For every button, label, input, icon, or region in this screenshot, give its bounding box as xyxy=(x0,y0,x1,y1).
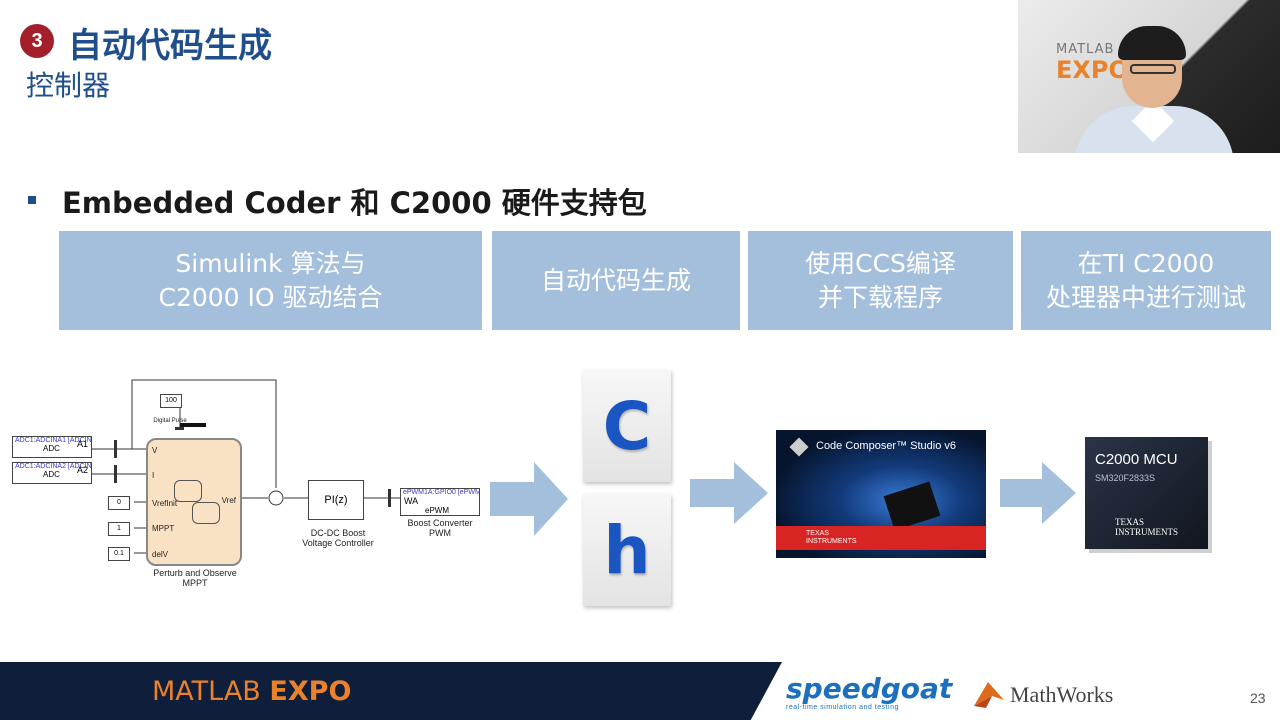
constant-0-1: 0.1 xyxy=(108,547,130,561)
step-box-4: 在TI C2000 处理器中进行测试 xyxy=(1021,231,1271,330)
footer-matlab-expo-logo: MATLAB EXPO xyxy=(152,676,351,707)
pi-label-line-2: Voltage Controller xyxy=(302,538,374,548)
state-2 xyxy=(192,502,220,524)
ccs-chip-image xyxy=(883,481,941,531)
adc-1-channel: ADC1:ADCINA1 [ADCINT1] xyxy=(15,437,91,444)
footer-expo-text: EXPO xyxy=(269,676,352,707)
adc-1-port: A1 xyxy=(76,439,88,449)
presenter-glasses xyxy=(1130,64,1176,74)
step-2-line-1: 自动代码生成 xyxy=(540,265,691,295)
step-4-line-1: 在TI C2000 xyxy=(1077,248,1215,278)
arrow-code-to-ccs xyxy=(690,462,768,524)
mcu-title: C2000 MCU xyxy=(1095,451,1178,468)
bullet-text: Embedded Coder 和 C2000 硬件支持包 xyxy=(62,186,647,220)
slide-title: 自动代码生成 xyxy=(68,26,272,66)
section-number-badge: 3 xyxy=(20,24,54,58)
epwm-block: ePWM1A:GPIO0 [ePWM1] WA ePWM xyxy=(400,488,480,516)
epwm-block-label: Boost Converter PWM xyxy=(392,518,488,538)
epwm-port: WA xyxy=(404,496,419,506)
chart-port-mppt: MPPT xyxy=(152,524,175,533)
ccs-title: Code Composer™ Studio v6 xyxy=(816,440,957,452)
adc-block-1: ADC1:ADCINA1 [ADCINT1] A1 ADC xyxy=(12,436,92,458)
ccs-vendor-line-2: INSTRUMENTS xyxy=(806,538,857,545)
adc-2-label: ADC xyxy=(43,470,60,479)
step-box-3: 使用CCS编译 并下载程序 xyxy=(748,231,1013,330)
digital-pulse-label: Digital Pulse xyxy=(153,418,187,424)
video-bg-logo-expo: EXPO xyxy=(1056,56,1129,84)
chart-port-delv: delV xyxy=(152,550,169,559)
h-file-icon: h xyxy=(583,494,671,606)
chart-port-vrefinit: VrefInit xyxy=(152,499,178,508)
mcu-vendor-logo: TEXAS INSTRUMENTS xyxy=(1115,517,1178,537)
constant-1: 1 xyxy=(108,522,130,536)
ccs-logo-icon xyxy=(789,437,809,457)
bullet-marker xyxy=(28,196,36,204)
chart-port-i: I xyxy=(152,471,155,480)
chart-port-v: V xyxy=(152,446,158,455)
step-3-line-1: 使用CCS编译 xyxy=(805,248,956,278)
pi-controller-block: PI(z) xyxy=(308,480,364,520)
c-file-icon: C xyxy=(583,370,671,482)
mathworks-logo: MathWorks xyxy=(1010,682,1114,707)
ccs-splash: Code Composer™ Studio v6 TEXAS INSTRUMEN… xyxy=(776,430,986,558)
presenter-video: MATLAB EXPO xyxy=(1018,0,1280,153)
epwm-label-line-2: PWM xyxy=(429,528,451,538)
pi-controller-label: DC-DC Boost Voltage Controller xyxy=(290,528,386,548)
adc-2-port: A2 xyxy=(76,465,88,475)
epwm-label: ePWM xyxy=(425,506,449,515)
c-file-letter: C xyxy=(602,388,652,465)
epwm-channel: ePWM1A:GPIO0 [ePWM1] xyxy=(403,489,479,496)
chart-port-vref: Vref xyxy=(221,496,236,505)
c2000-mcu-chip: C2000 MCU SM320F2833S TEXAS INSTRUMENTS xyxy=(1085,437,1208,549)
presenter-hair xyxy=(1118,26,1186,60)
simulink-model: ADC1:ADCINA1 [ADCINT1] A1 ADC ADC1:ADCIN… xyxy=(0,370,490,600)
h-file-letter: h xyxy=(603,512,651,589)
pi-label-line-1: DC-DC Boost xyxy=(310,528,366,538)
stateflow-chart: V I VrefInit MPPT delV Vref xyxy=(146,438,242,566)
epwm-label-line-1: Boost Converter xyxy=(407,518,473,528)
mathworks-membrane-icon xyxy=(974,682,1004,708)
speedgoat-tagline: real-time simulation and testing xyxy=(786,704,899,711)
chart-label-line-2: MPPT xyxy=(182,578,208,588)
arrow-ccs-to-mcu xyxy=(1000,462,1076,524)
step-box-2: 自动代码生成 xyxy=(492,231,740,330)
step-4-line-2: 处理器中进行测试 xyxy=(1045,282,1246,312)
mcu-vendor-line-1: TEXAS xyxy=(1115,517,1144,527)
speedgoat-logo: speedgoat xyxy=(786,672,953,705)
step-box-1: Simulink 算法与 C2000 IO 驱动结合 xyxy=(59,231,482,330)
adc-1-label: ADC xyxy=(43,444,60,453)
slide-subtitle: 控制器 xyxy=(26,69,111,102)
step-3-line-2: 并下载程序 xyxy=(817,282,943,312)
page-number: 23 xyxy=(1250,690,1266,706)
ccs-red-bar xyxy=(776,526,986,550)
arrow-model-to-code xyxy=(490,462,568,536)
ccs-vendor-logo: TEXAS INSTRUMENTS xyxy=(806,530,857,546)
constant-0: 0 xyxy=(108,496,130,510)
adc-2-channel: ADC1:ADCINA2 [ADCINT1] xyxy=(15,463,91,470)
step-1-line-1: Simulink 算法与 xyxy=(175,248,366,278)
adc-block-2: ADC1:ADCINA2 [ADCINT1] A2 ADC xyxy=(12,462,92,484)
step-1-line-2: C2000 IO 驱动结合 xyxy=(158,282,383,312)
chart-label-line-1: Perturb and Observe xyxy=(153,568,237,578)
mcu-part-number: SM320F2833S xyxy=(1095,473,1156,483)
footer-matlab-text: MATLAB xyxy=(152,676,261,707)
model-wires xyxy=(92,379,400,554)
chart-label: Perturb and Observe MPPT xyxy=(136,568,254,588)
video-bg-logo-matlab: MATLAB xyxy=(1056,42,1115,57)
constant-100: 100 xyxy=(160,394,182,408)
footer-dark-band xyxy=(0,662,782,720)
state-1 xyxy=(174,480,202,502)
ccs-vendor-line-1: TEXAS xyxy=(806,530,829,537)
mcu-vendor-line-2: INSTRUMENTS xyxy=(1115,527,1179,537)
